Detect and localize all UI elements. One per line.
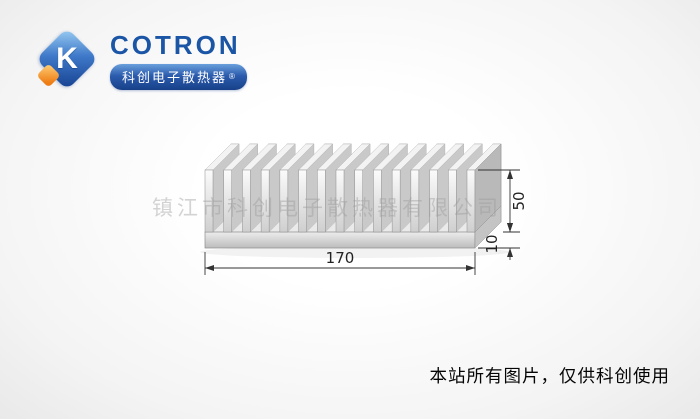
ground-shadow <box>200 246 510 258</box>
dim-height-label: 50 <box>510 191 528 210</box>
logo-text: COTRON 科创电子散热器® <box>110 32 247 90</box>
dimension-annotations: 170 50 10 <box>204 169 528 275</box>
registered-mark: ® <box>229 72 235 81</box>
footer-note: 本站所有图片，仅供科创使用 <box>429 366 670 386</box>
logo: K COTRON 科创电子散热器® <box>34 26 247 92</box>
logo-mark: K <box>34 26 100 92</box>
dim-width-label: 170 <box>326 249 355 267</box>
dim-base-label: 10 <box>483 234 501 253</box>
heatsink-geometry <box>204 143 502 249</box>
brand-tagline-pill: 科创电子散热器® <box>110 64 247 90</box>
brand-name: COTRON <box>110 30 241 60</box>
brand-tagline: 科创电子散热器 <box>122 70 228 85</box>
logo-k-monogram: K <box>56 42 78 75</box>
